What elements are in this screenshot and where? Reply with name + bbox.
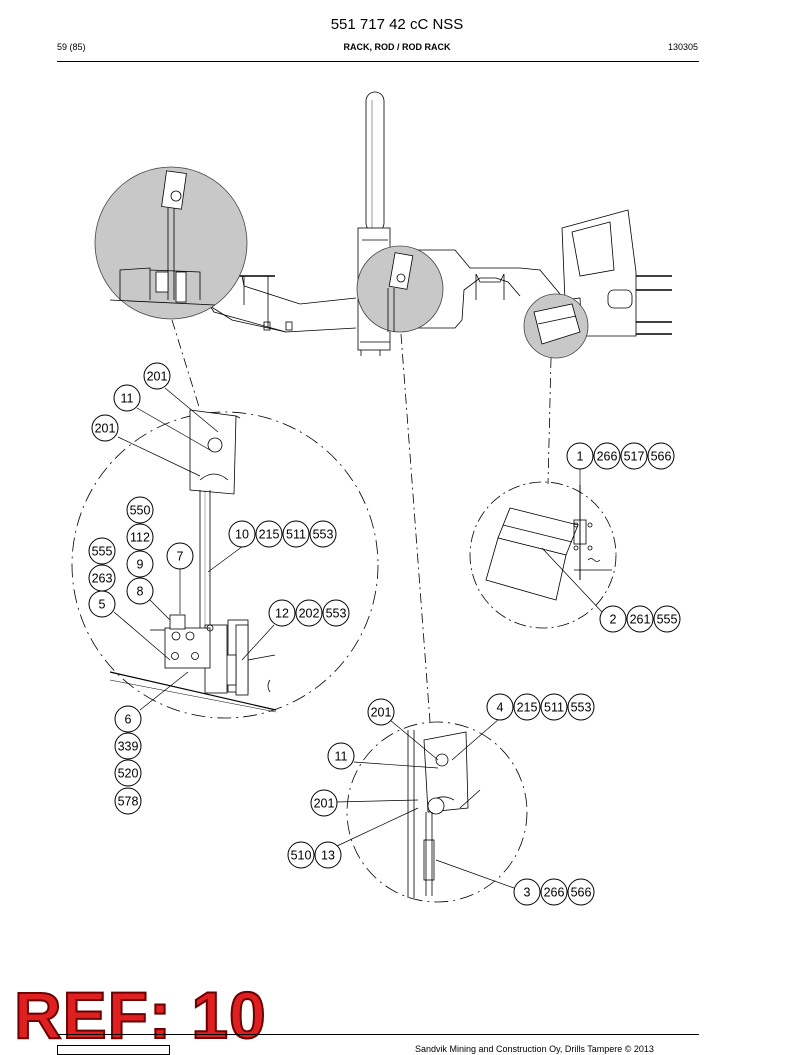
callout-7: 7 bbox=[166, 542, 194, 570]
callout-266: 266 bbox=[540, 878, 568, 906]
svg-text:6: 6 bbox=[125, 713, 132, 727]
page-title: RACK, ROD / ROD RACK bbox=[343, 42, 451, 52]
callout-201: 201 bbox=[310, 789, 338, 817]
svg-text:566: 566 bbox=[571, 886, 592, 900]
callout-555: 555 bbox=[653, 605, 681, 633]
svg-text:8: 8 bbox=[137, 585, 144, 599]
callout-266: 266 bbox=[593, 442, 621, 470]
callout-8: 8 bbox=[126, 577, 154, 605]
svg-text:263: 263 bbox=[92, 572, 113, 586]
svg-text:5: 5 bbox=[99, 598, 106, 612]
callout-11: 11 bbox=[327, 742, 355, 770]
callout-201: 201 bbox=[367, 698, 395, 726]
callout-510: 510 bbox=[287, 841, 315, 869]
svg-text:510: 510 bbox=[291, 849, 312, 863]
svg-text:201: 201 bbox=[147, 370, 168, 384]
svg-text:555: 555 bbox=[92, 545, 113, 559]
svg-text:511: 511 bbox=[544, 701, 564, 715]
document-number: 551 717 42 cC NSS bbox=[330, 16, 464, 33]
svg-text:550: 550 bbox=[130, 504, 151, 518]
detail-right bbox=[469, 481, 617, 629]
svg-text:112: 112 bbox=[130, 531, 150, 545]
callout-511: 511 bbox=[282, 520, 310, 548]
rig-overview bbox=[94, 91, 672, 359]
callout-10: 10 bbox=[228, 520, 256, 548]
svg-text:215: 215 bbox=[517, 701, 538, 715]
callout-9: 9 bbox=[126, 550, 154, 578]
callout-6: 6 bbox=[114, 705, 142, 733]
callout-578: 578 bbox=[114, 787, 142, 815]
svg-text:2: 2 bbox=[610, 613, 617, 627]
callout-261: 261 bbox=[626, 605, 654, 633]
callout-511: 511 bbox=[540, 693, 568, 721]
svg-text:517: 517 bbox=[624, 450, 645, 464]
svg-text:215: 215 bbox=[259, 528, 280, 542]
callout-339: 339 bbox=[114, 732, 142, 760]
svg-text:511: 511 bbox=[286, 528, 306, 542]
svg-text:1: 1 bbox=[577, 450, 584, 464]
callout-2: 2 bbox=[599, 605, 627, 633]
svg-text:4: 4 bbox=[497, 701, 504, 715]
footer-rule bbox=[57, 1034, 699, 1035]
callout-201: 201 bbox=[91, 414, 119, 442]
svg-text:10: 10 bbox=[235, 528, 249, 542]
document-code: 130305 bbox=[667, 42, 698, 52]
svg-text:9: 9 bbox=[137, 558, 144, 572]
ref-stamp: REF: 10 bbox=[13, 978, 267, 1052]
svg-text:553: 553 bbox=[326, 607, 347, 621]
callout-553: 553 bbox=[567, 693, 595, 721]
svg-text:339: 339 bbox=[118, 740, 139, 754]
callout-11: 11 bbox=[113, 384, 141, 412]
svg-text:201: 201 bbox=[95, 422, 116, 436]
svg-text:553: 553 bbox=[571, 701, 592, 715]
svg-text:553: 553 bbox=[313, 528, 334, 542]
svg-text:578: 578 bbox=[118, 795, 139, 809]
footer-copyright: Sandvik Mining and Construction Oy, Dril… bbox=[415, 1044, 654, 1054]
svg-text:566: 566 bbox=[651, 450, 672, 464]
svg-text:266: 266 bbox=[544, 886, 565, 900]
svg-text:11: 11 bbox=[121, 392, 134, 406]
svg-text:201: 201 bbox=[371, 706, 392, 720]
callout-4: 4 bbox=[486, 693, 514, 721]
callout-555: 555 bbox=[88, 537, 116, 565]
svg-text:261: 261 bbox=[630, 613, 651, 627]
callout-12: 12 bbox=[268, 599, 296, 627]
svg-text:11: 11 bbox=[335, 750, 348, 764]
leader-lines bbox=[113, 387, 603, 889]
svg-text:202: 202 bbox=[299, 607, 320, 621]
callout-3: 3 bbox=[513, 878, 541, 906]
page-number: 59 (85) bbox=[57, 42, 86, 52]
header-rule bbox=[57, 61, 699, 62]
svg-text:266: 266 bbox=[597, 450, 618, 464]
callout-13: 13 bbox=[314, 841, 342, 869]
detail-bottom bbox=[346, 721, 528, 903]
callout-263: 263 bbox=[88, 564, 116, 592]
callout-1: 1 bbox=[566, 442, 594, 470]
svg-text:3: 3 bbox=[524, 886, 531, 900]
svg-text:13: 13 bbox=[321, 849, 335, 863]
callout-202: 202 bbox=[295, 599, 323, 627]
callout-201: 201 bbox=[143, 362, 171, 390]
svg-text:7: 7 bbox=[177, 550, 184, 564]
callouts: 201 11 201 550 112 555 9 7 263 8 5 10 21… bbox=[88, 362, 681, 906]
callout-112: 112 bbox=[126, 523, 154, 551]
svg-text:201: 201 bbox=[314, 797, 335, 811]
svg-text:520: 520 bbox=[118, 767, 139, 781]
callout-553: 553 bbox=[309, 520, 337, 548]
callout-215: 215 bbox=[513, 693, 541, 721]
callout-5: 5 bbox=[88, 590, 116, 618]
svg-text:555: 555 bbox=[657, 613, 678, 627]
callout-550: 550 bbox=[126, 496, 154, 524]
callout-553: 553 bbox=[322, 599, 350, 627]
callout-517: 517 bbox=[620, 442, 648, 470]
callout-566: 566 bbox=[567, 878, 595, 906]
callout-520: 520 bbox=[114, 759, 142, 787]
svg-text:12: 12 bbox=[275, 607, 289, 621]
sandvik-logo bbox=[57, 1045, 170, 1055]
callout-566: 566 bbox=[647, 442, 675, 470]
detail-left bbox=[71, 409, 379, 719]
callout-215: 215 bbox=[255, 520, 283, 548]
